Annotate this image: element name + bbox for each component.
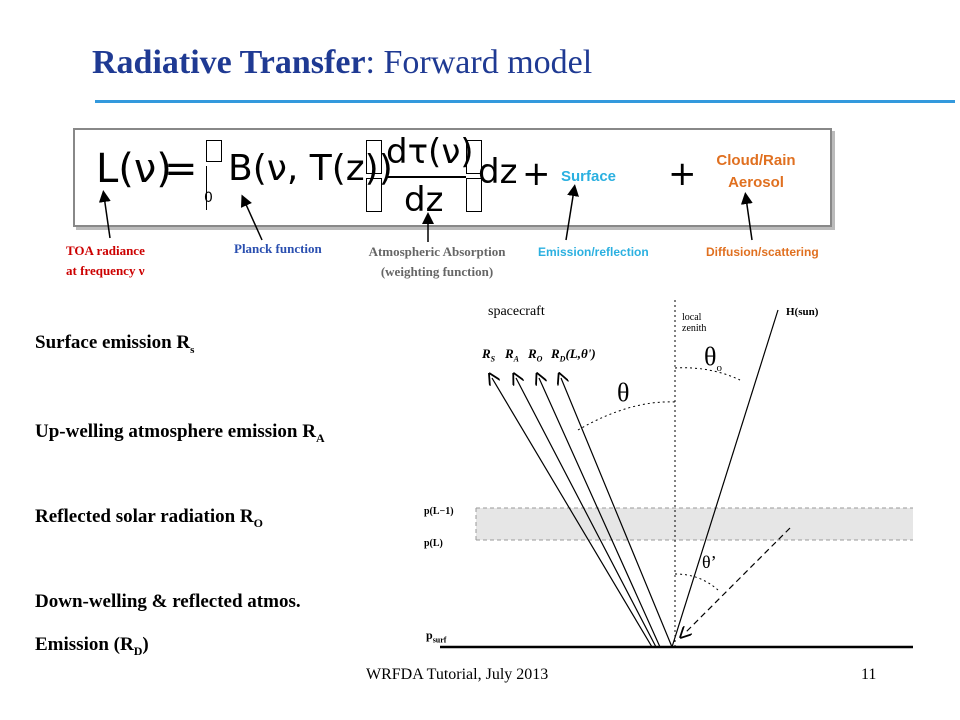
theta-o-arc [674, 367, 741, 381]
right-bracket [464, 138, 484, 214]
aerosol-line: Aerosol [728, 174, 784, 191]
planck-arrow [240, 194, 263, 241]
toa-line1: TOA radiance [66, 243, 145, 258]
rs-sub: S [490, 354, 496, 364]
atmospheric-layer [476, 508, 913, 540]
theta-o-text: θ [704, 342, 717, 371]
item1-text: Surface emission R [35, 332, 191, 353]
plus-sign-2: + [668, 154, 697, 194]
toa-arrow [98, 190, 111, 239]
local-zenith-line2: zenith [682, 323, 707, 334]
ro-label: RO [528, 346, 542, 364]
title-bold: Radiative Transfer [92, 44, 366, 81]
item3-text: Reflected solar radiation R [35, 506, 254, 527]
p-l-minus-1-label: p(L−1) [424, 506, 454, 517]
item2-text: Up-welling atmosphere emission R [35, 421, 316, 442]
slide-title: Radiative Transfer: Forward model [92, 44, 592, 82]
p-surf-label: psurf [426, 628, 446, 644]
diffusion-arrow [740, 192, 753, 241]
left-bracket [364, 138, 384, 214]
theta-o-label: θo [704, 342, 722, 374]
ra-sub: A [513, 354, 520, 364]
rd-label: RD(L,θ') [551, 346, 596, 364]
ray-ro [539, 378, 661, 648]
item1-sub: s [190, 343, 195, 356]
ra-text: R [505, 346, 514, 361]
plus-sign-1: + [522, 154, 551, 194]
ray-ra [516, 378, 657, 648]
theta-o-sub: o [716, 362, 722, 375]
planck-label: Planck function [234, 241, 322, 256]
rs-label: RS [482, 346, 495, 364]
theta-label: θ [617, 378, 630, 407]
integral-sign [196, 136, 226, 216]
rd-sub: D [559, 354, 566, 364]
item2-sub: A [315, 430, 325, 445]
absorption-label: Atmospheric Absorption (weighting functi… [352, 242, 522, 282]
toa-label: TOA radiance at frequency ν [66, 241, 145, 281]
footer-title: WRFDA Tutorial, July 2013 [366, 666, 549, 683]
equation-lhs: L(ν) [96, 146, 172, 192]
ro-text: R [528, 346, 537, 361]
ray-rd [561, 378, 673, 648]
item5-text: Emission (R [35, 634, 134, 655]
absorption-line2: (weighting function) [380, 264, 494, 279]
local-zenith-label: local zenith [682, 312, 706, 334]
surface-term: Surface [561, 168, 617, 185]
item3-sub: O [253, 515, 263, 530]
emission-arrow [565, 184, 579, 241]
local-zenith-line1: local [682, 312, 702, 323]
p-surf-text: p [426, 628, 433, 642]
absorption-line1: Atmospheric Absorption [368, 244, 506, 259]
ray-rs [492, 378, 653, 648]
equation-equals: = [164, 146, 198, 192]
differential-dz: dz [478, 152, 518, 192]
list-item-reflected-solar: Reflected solar radiation RO [35, 506, 263, 531]
list-item-downwelling: Down-welling & reflected atmos. [35, 591, 301, 612]
fraction-bar [386, 176, 466, 178]
planck-term: B(ν, T(z)) [228, 148, 393, 189]
downwelling-dashed-ray [684, 527, 791, 634]
p-surf-sub: surf [432, 635, 447, 645]
title-rest: : Forward model [365, 44, 593, 81]
p-l-label: p(L) [424, 538, 443, 549]
theta-prime-label: θ’ [702, 552, 717, 572]
theta-prime-arc [674, 573, 719, 591]
diffusion-label: Diffusion/scattering [706, 245, 819, 259]
list-item-upwelling: Up-welling atmosphere emission RA [35, 421, 325, 446]
rd-arg: (L,θ') [565, 346, 596, 361]
cloud-aerosol-term: Cloud/Rain Aerosol [696, 150, 816, 194]
sun-label: H(sun) [786, 306, 819, 318]
emission-label: Emission/reflection [538, 245, 649, 259]
item5-end: ) [142, 634, 149, 655]
spacecraft-label: spacecraft [488, 304, 545, 319]
page-number: 11 [861, 666, 877, 683]
integral-lower-limit: 0 [204, 190, 213, 206]
sun-ray [671, 309, 779, 648]
rd-text: R [551, 346, 560, 361]
item5-sub: D [133, 643, 143, 658]
list-item-surface-emission: Surface emission Rs [35, 332, 194, 356]
toa-line2: at frequency ν [66, 263, 145, 278]
ra-label: RA [505, 346, 519, 364]
list-item-emission-rd: Emission (RD) [35, 634, 149, 659]
title-underline [95, 100, 955, 103]
ro-sub: O [536, 354, 543, 364]
rs-text: R [482, 346, 491, 361]
derivative-numerator: dτ(ν) [386, 132, 474, 172]
cloud-line: Cloud/Rain [716, 152, 796, 169]
